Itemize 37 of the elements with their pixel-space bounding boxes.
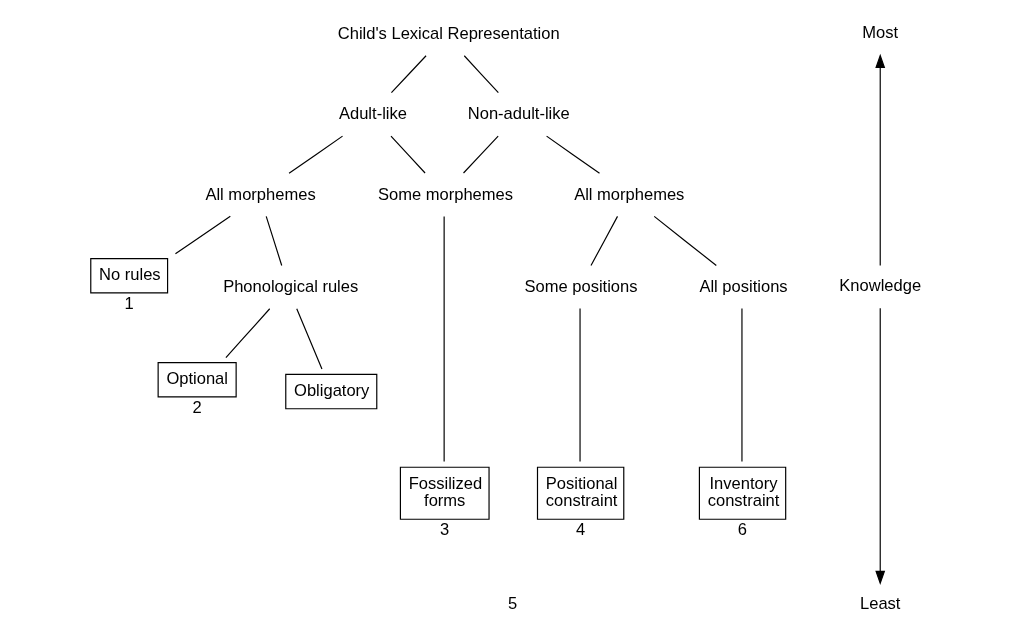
node-box: Positional constraint (536, 466, 625, 520)
connector (390, 55, 427, 94)
node-box: Optional (157, 362, 237, 398)
connector (463, 55, 499, 94)
node-box: Inventory constraint (698, 466, 787, 520)
connector (462, 135, 499, 174)
node-text: All positions (699, 276, 788, 296)
node-text: Non-adult-like (467, 104, 570, 124)
label: Least (860, 594, 901, 614)
connector (288, 135, 344, 174)
connector (296, 308, 323, 370)
connector (653, 215, 717, 267)
node-text: Some morphemes (377, 184, 514, 204)
node-label: 1 (124, 293, 134, 313)
connector (443, 215, 445, 463)
label: 5 (508, 594, 518, 614)
label: Knowledge (839, 276, 922, 296)
connector (546, 135, 601, 174)
connector (225, 308, 271, 359)
connector (265, 215, 283, 267)
node-text: Adult-like (338, 104, 407, 124)
connector (390, 135, 426, 174)
connector (590, 215, 619, 267)
node-box: Obligatory (285, 373, 378, 410)
connector (174, 215, 231, 255)
node-text: Phonological rules (223, 276, 359, 296)
node-label: 6 (737, 519, 748, 539)
node-text: All morphemes (205, 184, 316, 204)
node-text: Some positions (524, 276, 638, 296)
node-label: 4 (575, 519, 586, 539)
node-text: All morphemes (574, 184, 685, 204)
node-label: 3 (440, 519, 450, 539)
node-box: No rules (90, 258, 169, 294)
node-box: Fossilized forms (399, 466, 490, 520)
node-text: Child's Lexical Representation (337, 24, 560, 44)
node-label: 2 (192, 397, 202, 417)
label: Most (862, 23, 899, 43)
